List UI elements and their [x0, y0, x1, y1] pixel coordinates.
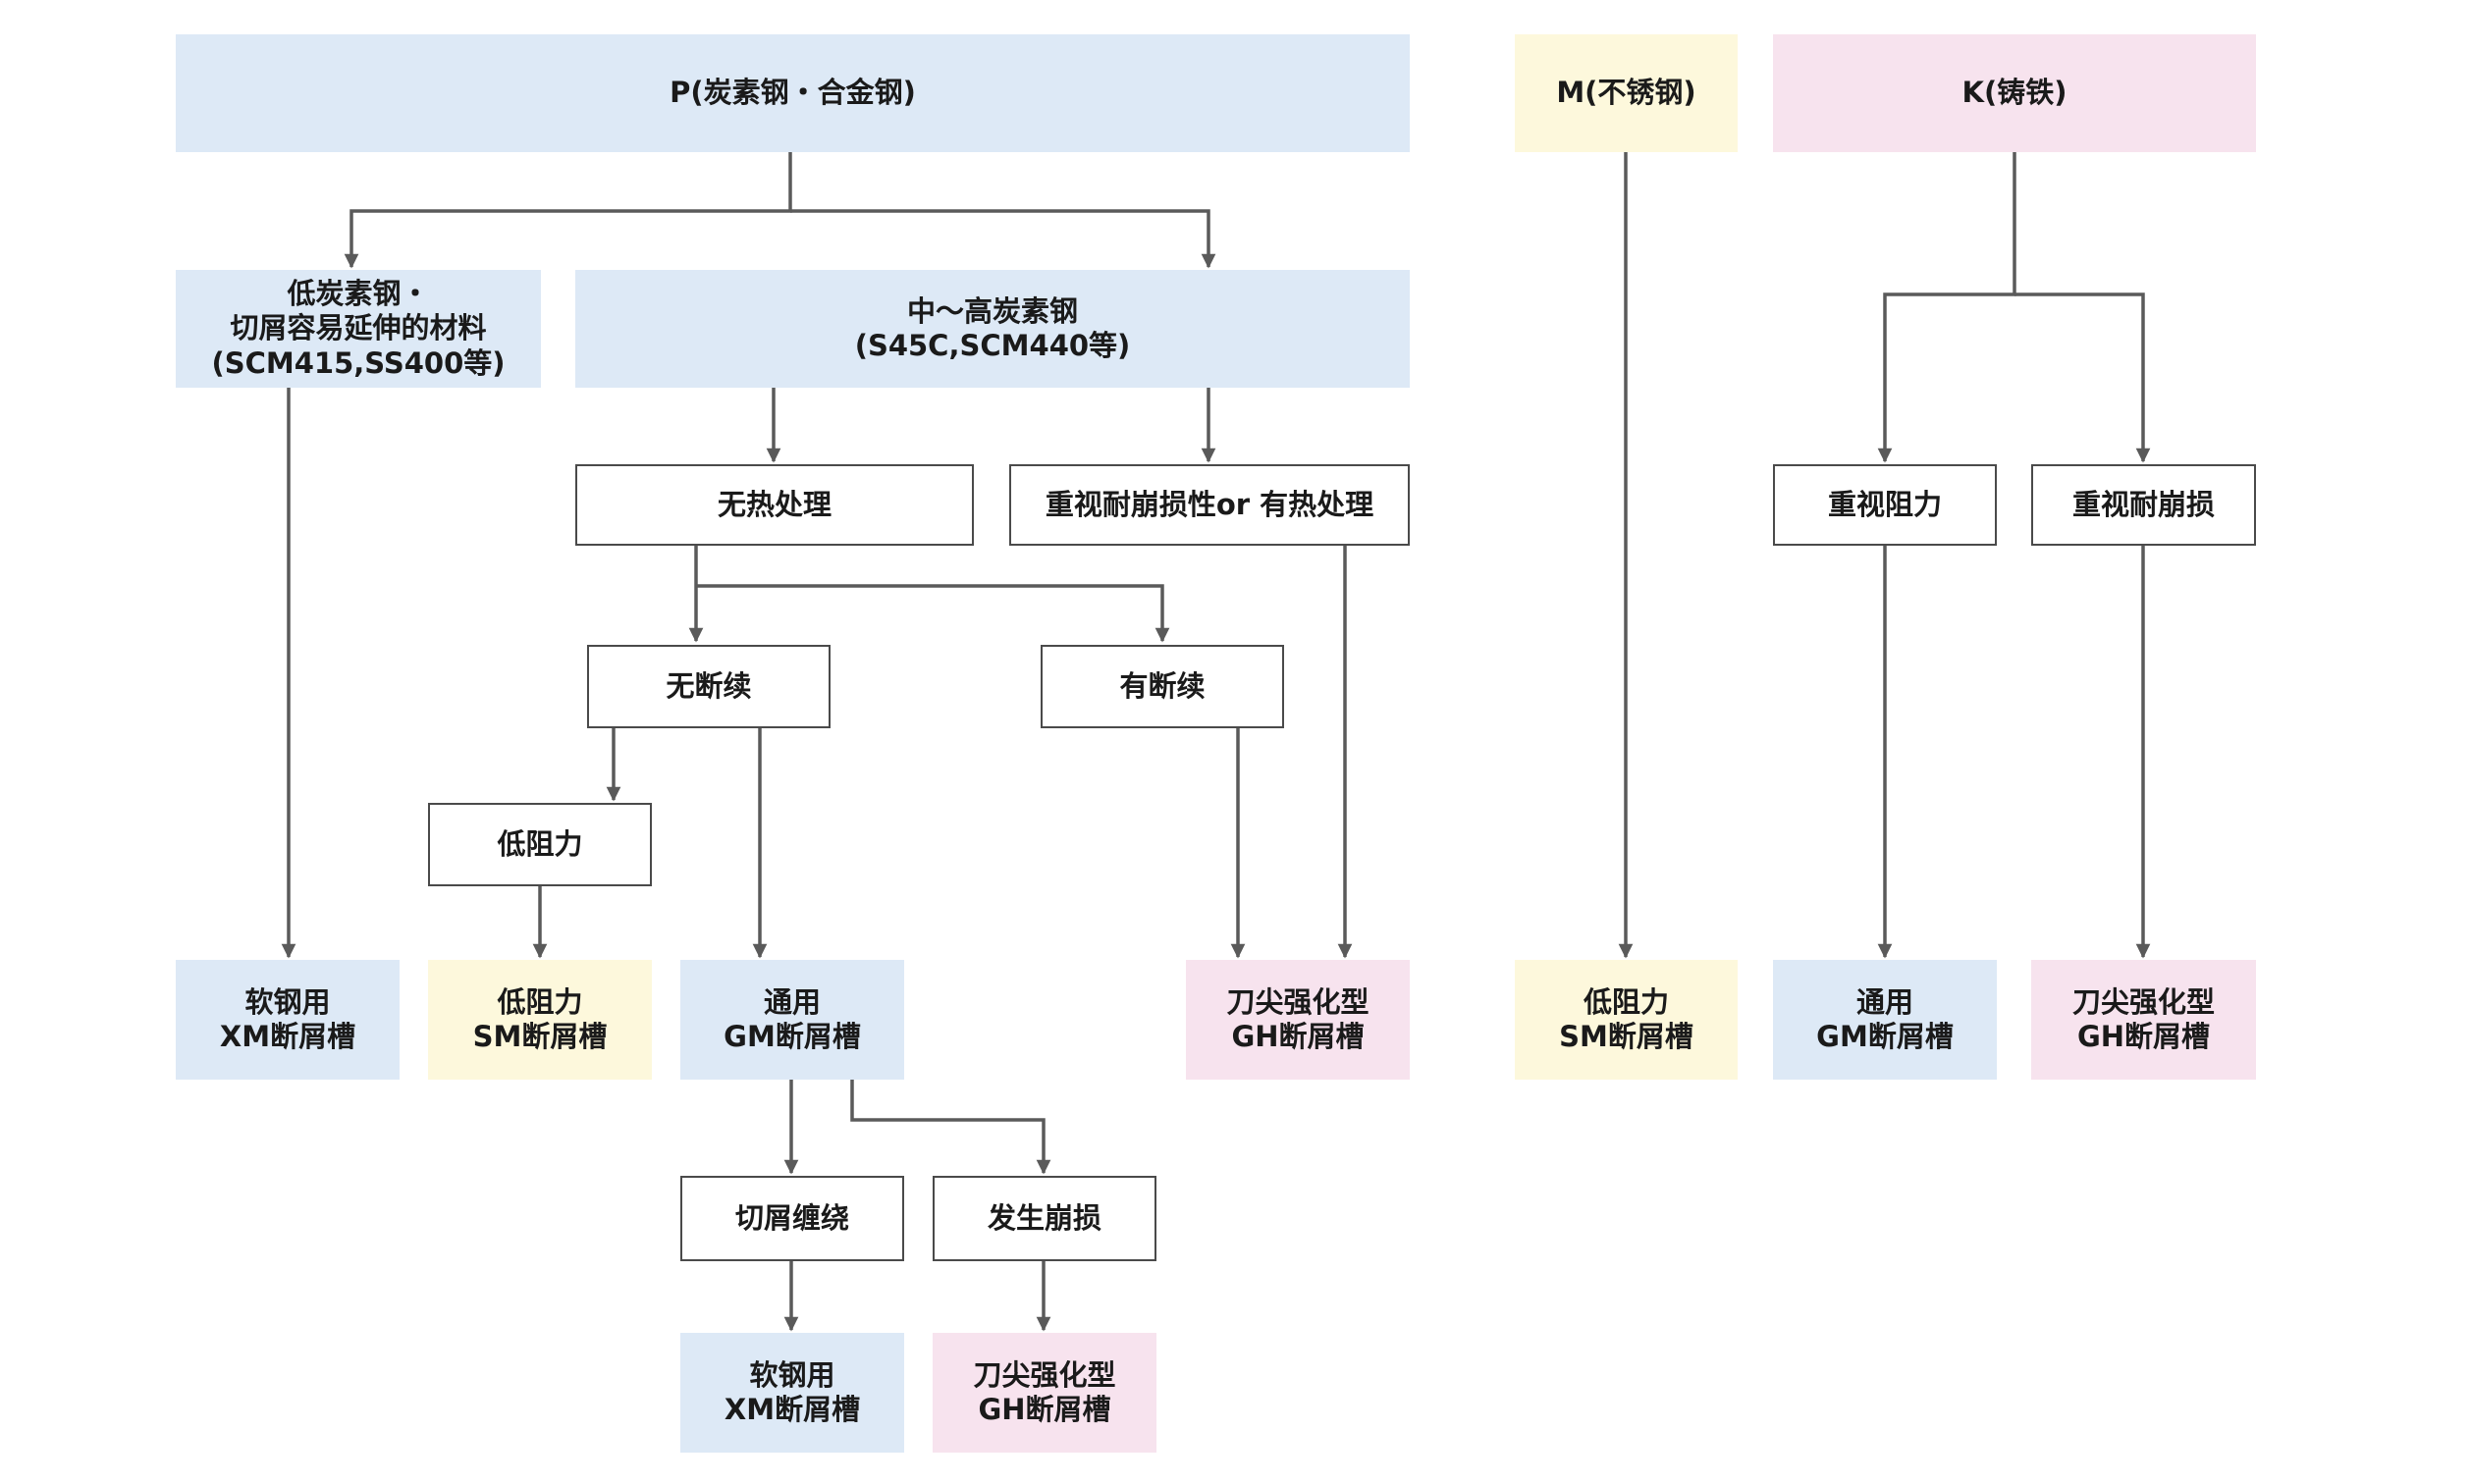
category-k: K(铸铁): [1773, 34, 2256, 152]
result-gm-chipbreaker: 通用 GM断屑槽: [680, 960, 904, 1080]
no-interruption-label: 无断续: [666, 668, 752, 703]
m-result-sm-line-1: 低阻力: [1583, 984, 1669, 1019]
chipping-occurs-box: 发生崩损: [933, 1176, 1156, 1261]
mid-high-carbon-steel-box: 中～高炭素钢 (S45C,SCM440等): [575, 270, 1410, 388]
low-resistance-box: 低阻力: [428, 803, 652, 886]
result-sm-line-2: SM断屑槽: [472, 1020, 608, 1053]
resistance-priority-label: 重视阻力: [1827, 487, 1942, 521]
connector-k-to-chipping: [2014, 292, 2151, 463]
mid-high-carbon-line-2: (S45C,SCM440等): [854, 329, 1131, 362]
chip-entanglement-label: 切屑缠绕: [734, 1200, 849, 1235]
k-result-gm-line-2: GM断屑槽: [1816, 1020, 1954, 1053]
low-carbon-line-1: 低炭素钢・: [287, 276, 430, 310]
no-interruption-box: 无断续: [587, 645, 831, 728]
result-xm-chipbreaker: 软钢用 XM断屑槽: [176, 960, 400, 1080]
k-result-gh-line-1: 刀尖强化型: [2071, 984, 2215, 1019]
connector-p-to-mid-high-carbon: [790, 209, 1216, 269]
k-result-gh-line-2: GH断屑槽: [2076, 1020, 2211, 1053]
result-gh-chipbreaker-sub: 刀尖强化型 GH断屑槽: [933, 1333, 1156, 1453]
result-xm-line-1: 软钢用: [244, 984, 331, 1019]
m-result-sm-chipbreaker: 低阻力 SM断屑槽: [1515, 960, 1738, 1080]
low-resistance-label: 低阻力: [497, 826, 583, 861]
result-xm-chipbreaker-sub: 软钢用 XM断屑槽: [680, 1333, 904, 1453]
low-carbon-line-2: 切屑容易延伸的材料: [230, 311, 487, 345]
result-xm-line-2: XM断屑槽: [219, 1020, 356, 1053]
mid-high-carbon-line-1: 中～高炭素钢: [906, 293, 1078, 328]
chip-entanglement-box: 切屑缠绕: [680, 1176, 904, 1261]
category-p-label: P(炭素钢・合金钢): [670, 76, 916, 110]
category-p: P(炭素钢・合金钢): [176, 34, 1410, 152]
result-gh-sub-line-2: GH断屑槽: [978, 1393, 1111, 1426]
resistance-priority-box: 重视阻力: [1773, 464, 1997, 546]
connector-p-to-low-carbon: [344, 152, 792, 269]
connector-gm-to-chipping-occurs: [850, 1080, 1051, 1175]
k-result-gm-chipbreaker: 通用 GM断屑槽: [1773, 960, 1997, 1080]
result-sm-chipbreaker: 低阻力 SM断屑槽: [428, 960, 652, 1080]
chipping-occurs-label: 发生崩损: [987, 1200, 1101, 1235]
with-interruption-label: 有断续: [1119, 668, 1206, 703]
category-m: M(不锈钢): [1515, 34, 1738, 152]
m-result-sm-line-2: SM断屑槽: [1559, 1020, 1693, 1053]
result-gm-line-2: GM断屑槽: [724, 1020, 861, 1053]
category-k-label: K(铸铁): [1961, 76, 2067, 110]
result-gh-sub-line-1: 刀尖强化型: [973, 1357, 1116, 1392]
connector-no-heat-to-with-interruption: [696, 584, 1170, 643]
result-xm-sub-line-1: 软钢用: [749, 1357, 835, 1392]
k-result-gm-line-1: 通用: [1855, 984, 1913, 1019]
chipping-priority-label: 重视耐崩损: [2071, 487, 2215, 521]
low-carbon-steel-box: 低炭素钢・ 切屑容易延伸的材料 (SCM415,SS400等): [176, 270, 541, 388]
category-m-label: M(不锈钢): [1556, 76, 1696, 110]
chipping-or-heat-treatment-label: 重视耐崩损性or 有热处理: [1045, 487, 1374, 521]
connector-k-to-resistance: [1877, 152, 2016, 463]
result-gh-chipbreaker: 刀尖强化型 GH断屑槽: [1186, 960, 1410, 1080]
result-gh-line-1: 刀尖强化型: [1226, 984, 1369, 1019]
low-carbon-line-3: (SCM415,SS400等): [211, 345, 506, 380]
no-heat-treatment-label: 无热处理: [717, 487, 832, 521]
result-xm-sub-line-2: XM断屑槽: [724, 1393, 861, 1426]
result-gm-line-1: 通用: [763, 984, 821, 1019]
chipping-priority-box: 重视耐崩损: [2031, 464, 2256, 546]
with-interruption-box: 有断续: [1041, 645, 1284, 728]
no-heat-treatment-box: 无热处理: [575, 464, 974, 546]
result-gh-line-2: GH断屑槽: [1231, 1020, 1365, 1053]
chipping-or-heat-treatment-box: 重视耐崩损性or 有热处理: [1009, 464, 1410, 546]
k-result-gh-chipbreaker: 刀尖强化型 GH断屑槽: [2031, 960, 2256, 1080]
result-sm-line-1: 低阻力: [497, 984, 583, 1019]
